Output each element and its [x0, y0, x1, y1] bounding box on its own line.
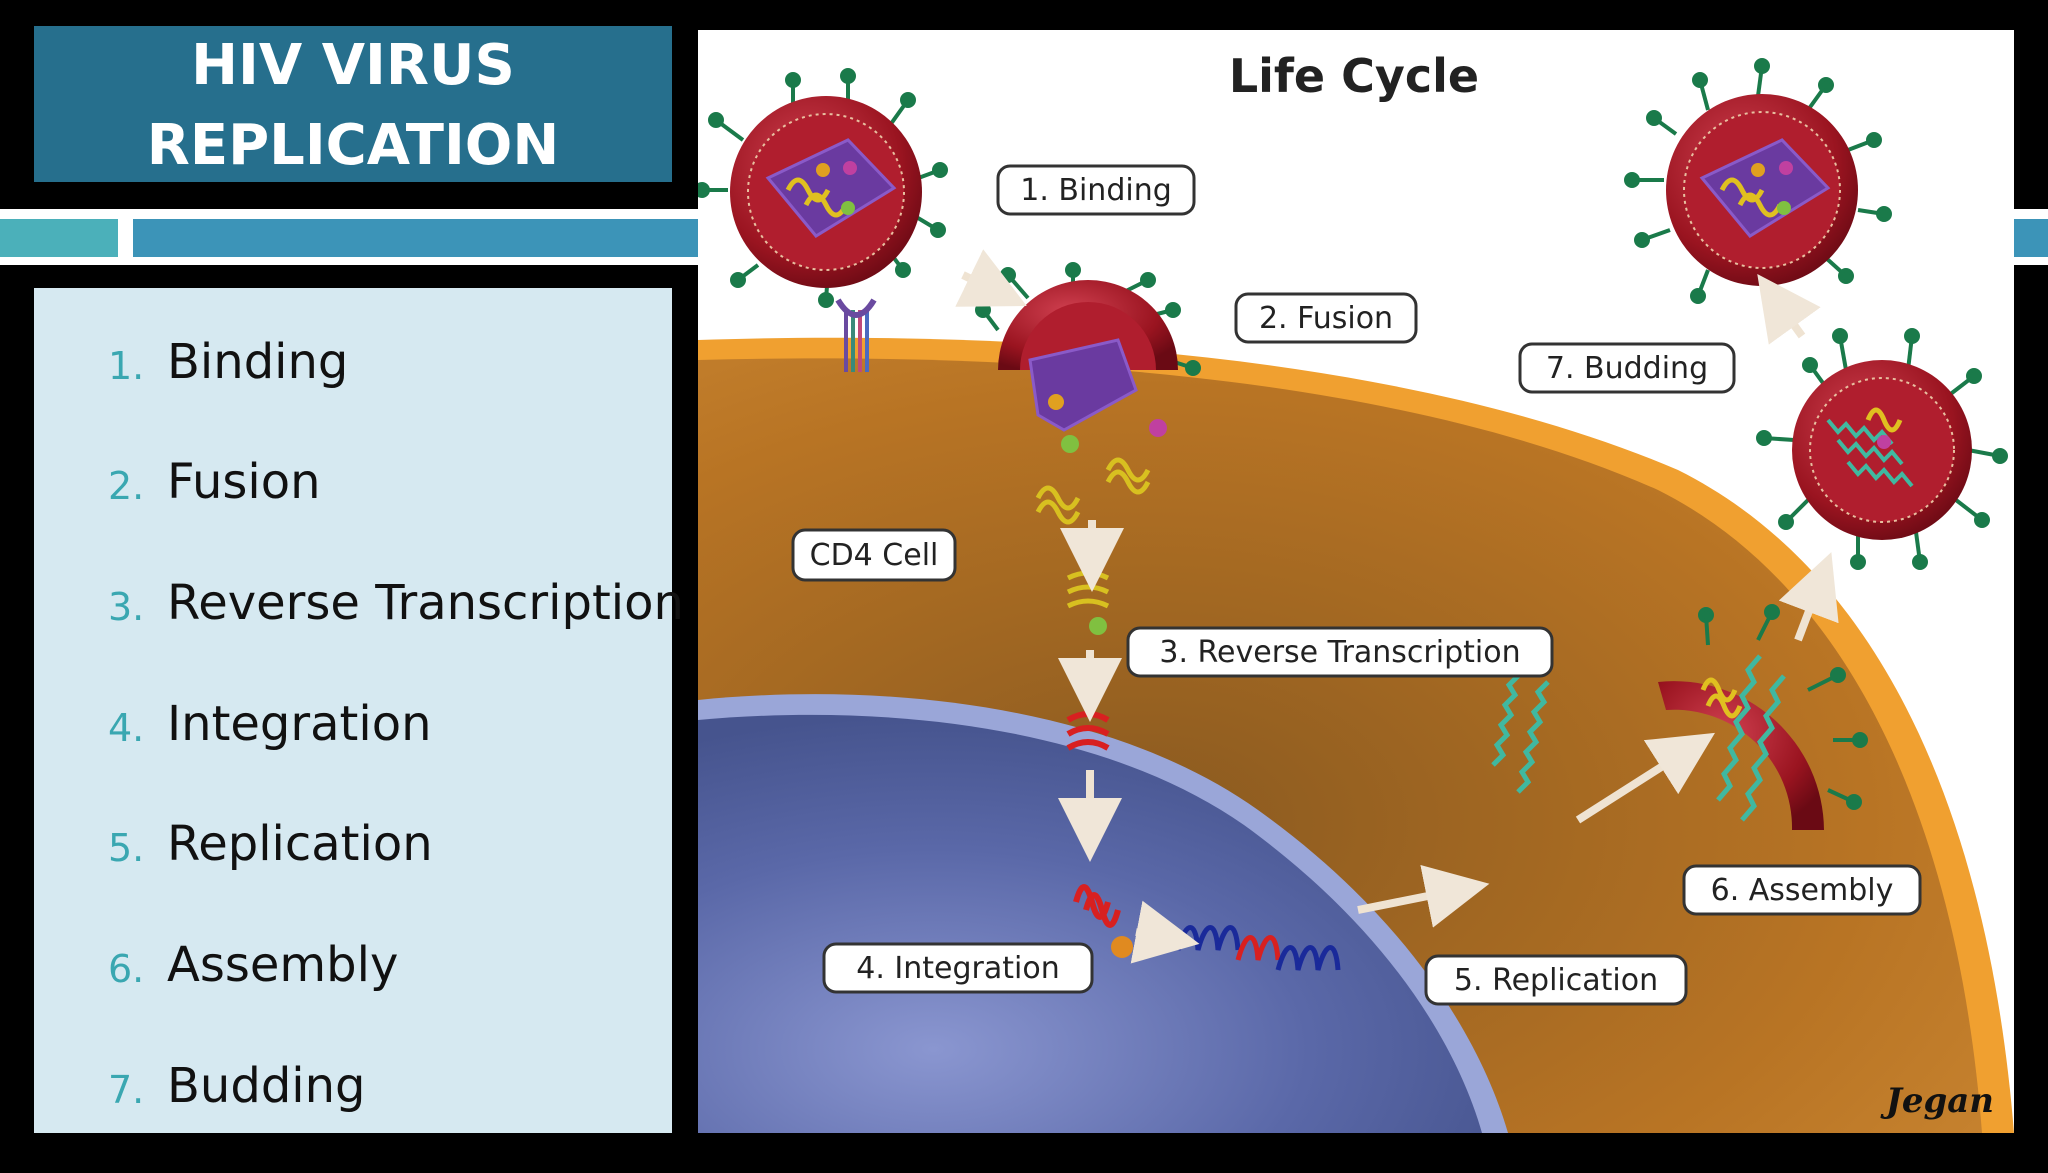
life-cycle-diagram: Life Cycle 1. Binding 2. Fusion 7. Buddi…	[698, 30, 2014, 1133]
list-item-number: 2.	[108, 464, 145, 508]
list-item-label: Integration	[167, 696, 432, 752]
arrow-binding-to-fusion	[955, 249, 1027, 307]
label-cd4-cell: CD4 Cell	[791, 528, 957, 582]
list-item-label: Replication	[167, 816, 433, 872]
slide-title-line2: REPLICATION	[146, 113, 560, 178]
list-item: 4. Integration	[34, 692, 674, 752]
list-item-label: Reverse Transcription	[167, 575, 684, 631]
list-item: 6. Assembly	[34, 933, 674, 993]
slide-title-box: HIV VIRUS REPLICATION	[34, 26, 672, 182]
label-fusion: 2. Fusion	[1234, 292, 1418, 344]
integrase-particle	[1111, 936, 1133, 958]
label-integration: 4. Integration	[822, 942, 1094, 994]
list-item: 7. Budding	[34, 1054, 674, 1114]
list-item: 2. Fusion	[34, 450, 674, 510]
enzyme-particle	[1089, 617, 1107, 635]
label-reverse-transcription-text: 3. Reverse Transcription	[1159, 635, 1520, 670]
label-assembly-text: 6. Assembly	[1711, 873, 1894, 908]
label-budding: 7. Budding	[1518, 342, 1736, 394]
virus-assembly	[1658, 604, 1868, 830]
signature: Jegan	[1880, 1081, 1994, 1121]
arrow-to-assembly	[1575, 732, 1715, 824]
virus-fusion	[975, 262, 1201, 453]
virus-binding	[698, 68, 948, 308]
virus-budding	[1756, 328, 2008, 570]
steps-list: 1. Binding 2. Fusion 3. Reverse Transcri…	[34, 288, 684, 1133]
label-replication: 5. Replication	[1424, 954, 1688, 1006]
list-item-number: 4.	[108, 706, 145, 750]
diagram-title: Life Cycle	[1229, 49, 1479, 103]
label-reverse-transcription: 3. Reverse Transcription	[1126, 626, 1554, 678]
label-budding-text: 7. Budding	[1546, 351, 1708, 386]
list-item-label: Budding	[167, 1058, 366, 1114]
label-assembly: 6. Assembly	[1682, 864, 1922, 916]
process-arrows	[955, 249, 1839, 964]
arrow-to-replication	[1357, 864, 1490, 928]
cd4-receptor	[835, 298, 877, 372]
label-replication-text: 5. Replication	[1454, 963, 1658, 998]
slide-title-line1: HIV VIRUS	[191, 33, 515, 98]
arrow-assembly-to-budding	[1778, 552, 1839, 642]
divider-accent-teal	[0, 219, 118, 257]
list-item-label: Fusion	[167, 454, 321, 510]
list-item-number: 1.	[108, 344, 145, 388]
list-item: 1. Binding	[34, 330, 674, 390]
virus-mature	[1624, 58, 1892, 314]
list-item-number: 7.	[108, 1068, 145, 1112]
list-item: 3. Reverse Transcription	[34, 571, 684, 631]
label-cd4-cell-text: CD4 Cell	[810, 538, 939, 573]
list-item: 5. Replication	[34, 812, 674, 872]
label-fusion-text: 2. Fusion	[1259, 301, 1393, 336]
arrow-integrase	[1130, 900, 1200, 964]
list-item-number: 6.	[108, 947, 145, 991]
label-binding: 1. Binding	[996, 164, 1196, 216]
list-item-label: Binding	[167, 334, 349, 390]
label-integration-text: 4. Integration	[856, 951, 1059, 986]
arrow-budding-to-mature	[1757, 274, 1821, 345]
list-item-number: 3.	[108, 585, 145, 629]
label-binding-text: 1. Binding	[1020, 173, 1172, 208]
nucleus	[698, 714, 1482, 1133]
list-item-label: Assembly	[167, 937, 399, 993]
list-item-number: 5.	[108, 826, 145, 870]
